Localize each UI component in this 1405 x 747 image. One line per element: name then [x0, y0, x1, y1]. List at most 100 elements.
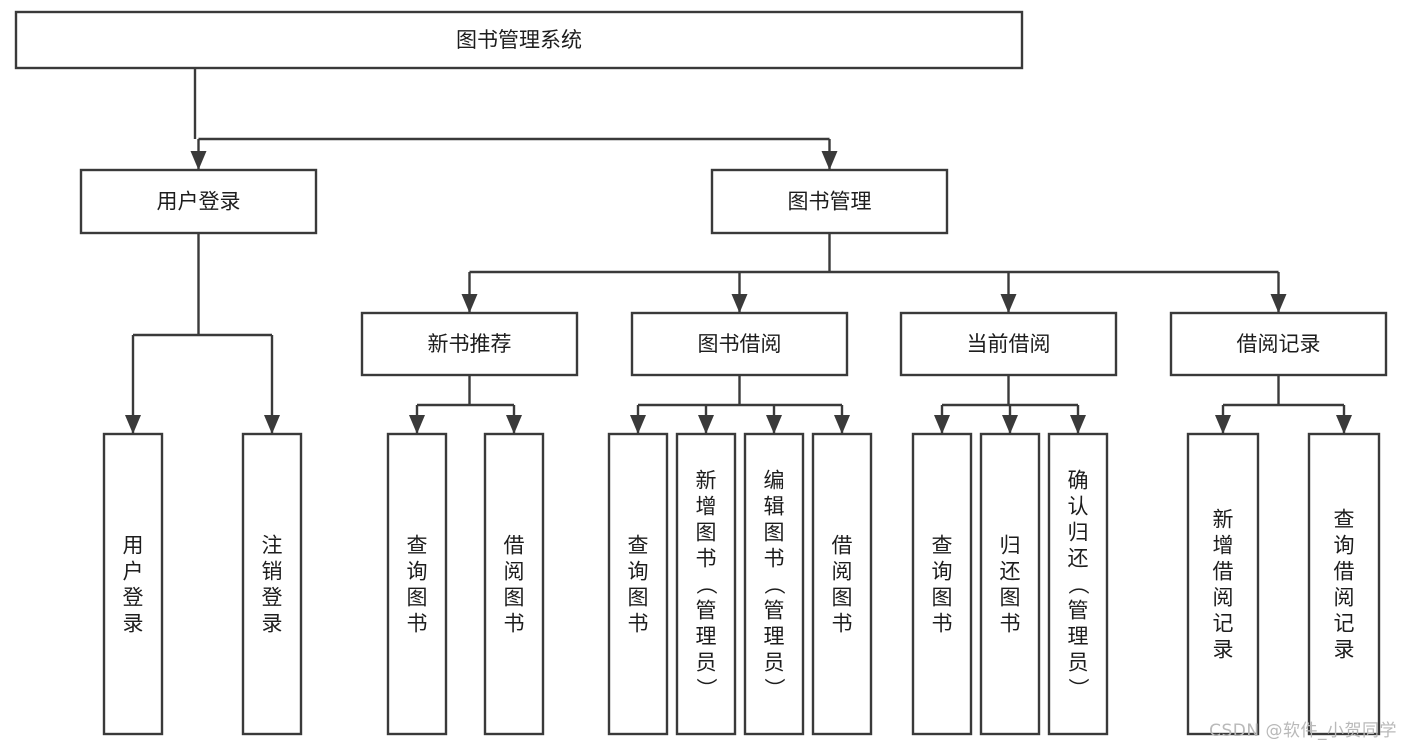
svg-text:还: 还	[1068, 546, 1089, 570]
node-level3-box-3[interactable]	[1169, 311, 1388, 377]
arrow-head-icon	[506, 415, 522, 434]
node-level3-label-0: 新书推荐	[428, 332, 512, 356]
svg-text:新: 新	[1213, 507, 1234, 531]
svg-text:查: 查	[407, 533, 428, 557]
node-leaf-box-9[interactable]	[979, 432, 1041, 736]
node-level3-box-1[interactable]	[630, 311, 849, 377]
svg-text:辑: 辑	[764, 494, 785, 518]
svg-text:用: 用	[123, 533, 144, 557]
svg-text:询: 询	[628, 559, 649, 583]
svg-text:录: 录	[262, 611, 283, 635]
arrow-head-icon	[630, 415, 646, 434]
svg-text:记: 记	[1334, 611, 1355, 635]
arrow-head-icon	[934, 415, 950, 434]
svg-text:阅: 阅	[1213, 585, 1234, 609]
svg-text:借: 借	[1213, 559, 1234, 583]
arrow-head-icon	[1215, 415, 1231, 434]
node-leaf-box-3[interactable]	[483, 432, 545, 736]
node-leaf-box-4[interactable]	[607, 432, 669, 736]
svg-text:书: 书	[832, 611, 853, 635]
svg-text:记: 记	[1213, 611, 1234, 635]
svg-text:（: （	[694, 574, 718, 595]
svg-text:销: 销	[262, 559, 283, 583]
node-leaf-box-7[interactable]	[811, 432, 873, 736]
svg-text:新: 新	[696, 468, 717, 492]
svg-text:书: 书	[407, 611, 428, 635]
arrow-head-icon	[766, 415, 782, 434]
node-leaf-box-0[interactable]	[102, 432, 164, 736]
arrow-head-icon	[1000, 294, 1017, 313]
arrow-head-icon	[1002, 415, 1018, 434]
node-leaf-box-11[interactable]	[1186, 432, 1260, 736]
node-root-label: 图书管理系统	[456, 28, 582, 52]
svg-text:管: 管	[764, 598, 785, 622]
svg-text:增: 增	[1213, 533, 1234, 557]
svg-text:书: 书	[696, 546, 717, 570]
node-level3-label-2: 当前借阅	[967, 332, 1051, 356]
svg-text:借: 借	[504, 533, 525, 557]
node-level3-box-0[interactable]	[360, 311, 579, 377]
node-leaf-box-8[interactable]	[911, 432, 973, 736]
svg-text:询: 询	[407, 559, 428, 583]
svg-text:书: 书	[764, 546, 785, 570]
arrow-head-icon	[1270, 294, 1287, 313]
svg-text:询: 询	[1334, 533, 1355, 557]
node-leaf-box-6[interactable]	[743, 432, 805, 736]
svg-text:询: 询	[932, 559, 953, 583]
svg-text:查: 查	[1334, 507, 1355, 531]
svg-text:归: 归	[1000, 533, 1021, 557]
svg-text:编: 编	[764, 468, 785, 492]
arrow-head-icon	[821, 151, 838, 170]
svg-text:（: （	[762, 574, 786, 595]
svg-text:阅: 阅	[504, 559, 525, 583]
svg-text:图: 图	[832, 585, 853, 609]
node-leaf-box-5[interactable]	[675, 432, 737, 736]
svg-text:图: 图	[1000, 585, 1021, 609]
svg-text:归: 归	[1068, 520, 1089, 544]
node-root-box[interactable]	[14, 10, 1024, 70]
svg-text:借: 借	[832, 533, 853, 557]
node-leaf-box-2[interactable]	[386, 432, 448, 736]
svg-text:查: 查	[628, 533, 649, 557]
svg-text:管: 管	[696, 598, 717, 622]
arrow-head-icon	[264, 415, 280, 434]
node-leaf-label-0: 用户登录	[123, 533, 144, 635]
svg-text:员: 员	[764, 650, 785, 674]
node-level2-box-1[interactable]	[710, 168, 949, 235]
node-leaf-box-10[interactable]	[1047, 432, 1109, 736]
node-level3-label-3: 借阅记录	[1237, 332, 1321, 356]
svg-text:图: 图	[932, 585, 953, 609]
svg-text:登: 登	[123, 585, 144, 609]
node-leaf-box-1[interactable]	[241, 432, 303, 736]
svg-text:图: 图	[504, 585, 525, 609]
svg-text:还: 还	[1000, 559, 1021, 583]
svg-text:书: 书	[628, 611, 649, 635]
arrow-head-icon	[125, 415, 141, 434]
node-level3-box-2[interactable]	[899, 311, 1118, 377]
svg-text:录: 录	[1213, 637, 1234, 661]
svg-text:认: 认	[1068, 494, 1089, 518]
svg-text:书: 书	[1000, 611, 1021, 635]
arrow-head-icon	[731, 294, 748, 313]
node-level2-label-0: 用户登录	[157, 190, 241, 214]
svg-text:阅: 阅	[832, 559, 853, 583]
svg-text:借: 借	[1334, 559, 1355, 583]
node-leaf-box-12[interactable]	[1307, 432, 1381, 736]
svg-text:登: 登	[262, 585, 283, 609]
svg-text:确: 确	[1068, 468, 1089, 492]
svg-text:查: 查	[932, 533, 953, 557]
arrow-head-icon	[190, 151, 207, 170]
arrow-head-icon	[409, 415, 425, 434]
svg-text:图: 图	[696, 520, 717, 544]
arrow-head-icon	[698, 415, 714, 434]
